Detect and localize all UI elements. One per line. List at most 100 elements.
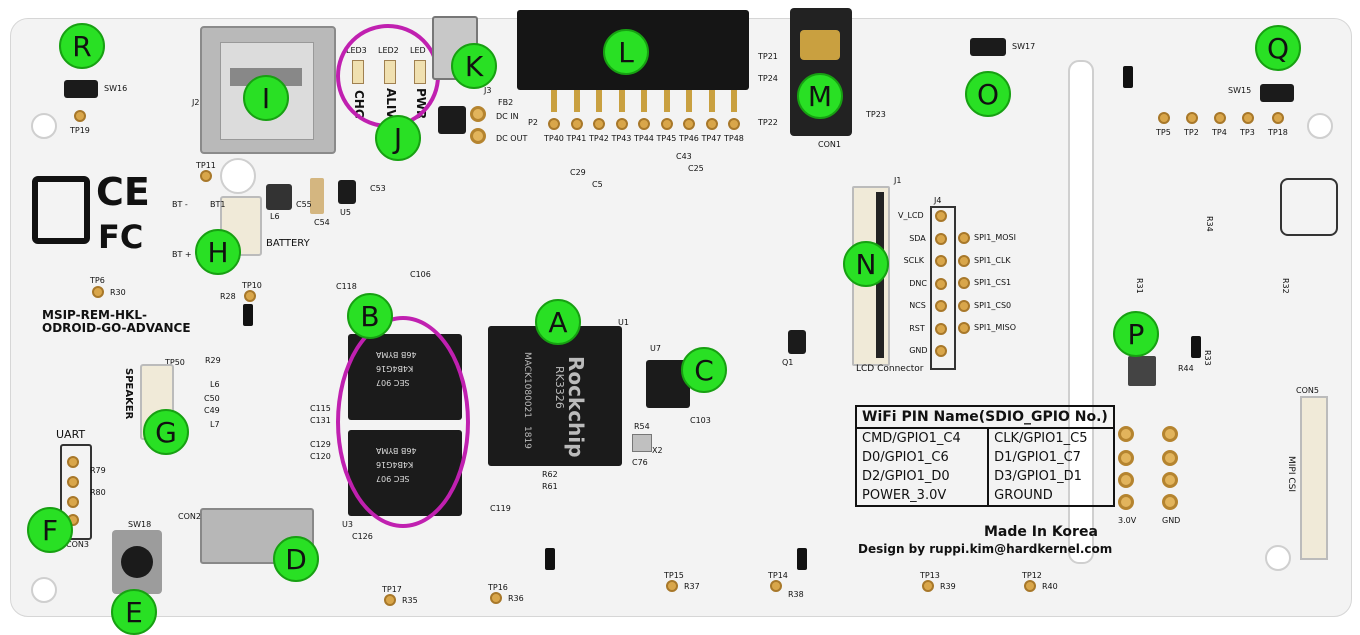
testpad-tp18	[1272, 112, 1284, 124]
label-fb2: FB2	[498, 98, 514, 107]
label-sw17: SW17	[1012, 42, 1036, 51]
label-c25: C25	[688, 164, 704, 173]
label-uart: UART	[56, 428, 86, 441]
label-bt1: BT1	[210, 200, 226, 209]
header-pin	[686, 90, 692, 112]
testpad-tp43	[615, 118, 628, 130]
testpad-tp12	[1024, 580, 1036, 592]
testpad-tp17	[384, 594, 396, 606]
label-3v0: 3.0V	[1118, 516, 1137, 525]
callout-p: P	[1113, 311, 1159, 357]
screw	[243, 304, 253, 326]
label-tp24: TP24	[758, 74, 778, 83]
switch-sw15	[1260, 84, 1294, 102]
callout-f: F	[27, 507, 73, 553]
label-lcd-connector: LCD Connector	[856, 364, 924, 374]
label-c131: C131	[310, 416, 331, 425]
label-gnd-pad: GND	[1162, 516, 1181, 525]
design-credit: Design by ruppi.kim@hardkernel.com	[858, 542, 1113, 556]
label-r39: R39	[940, 582, 956, 591]
inductor-l6	[266, 184, 292, 210]
wifi-pin-table: WiFi PIN Name(SDIO_GPIO No.) CMD/GPIO1_C…	[855, 405, 1115, 507]
label-tp48: TP48	[724, 134, 744, 143]
label-r33: R33	[1203, 350, 1212, 366]
label-q1: Q1	[782, 358, 794, 367]
label-j4: J4	[934, 196, 942, 205]
chip-u5	[338, 180, 356, 204]
label-j2: J2	[192, 98, 200, 107]
uart-pin	[67, 476, 79, 488]
callout-e: E	[111, 589, 157, 635]
spi-pad	[958, 277, 970, 289]
crystal-x2	[632, 434, 652, 452]
callout-n: N	[843, 241, 889, 287]
label-sw15: SW15	[1228, 86, 1252, 95]
label-c129: C129	[310, 440, 331, 449]
header-pin	[618, 90, 625, 112]
label-u3: U3	[342, 520, 353, 529]
highlight-ring-ram	[336, 316, 470, 528]
uart-header	[60, 444, 92, 540]
lcd-pin	[935, 277, 947, 290]
header-pin	[663, 90, 670, 112]
label-r79: R79	[90, 466, 106, 475]
header-pin	[551, 90, 557, 112]
label-tp50: TP50	[165, 358, 185, 367]
label-c103: C103	[690, 416, 711, 425]
label-u1: U1	[618, 318, 629, 327]
callout-b: B	[347, 293, 393, 339]
label-dc-out: DC OUT	[496, 134, 528, 143]
lcd-pin-label: V_LCD	[898, 211, 924, 220]
wifi-pad	[1118, 426, 1134, 442]
mounting-hole	[1265, 545, 1291, 571]
label-tp42: TP42	[589, 134, 609, 143]
label-u5: U5	[340, 208, 351, 217]
label-r36: R36	[508, 594, 524, 603]
wifi-pad	[1118, 494, 1134, 510]
label-c115: C115	[310, 404, 331, 413]
highlight-ring-leds	[336, 24, 440, 128]
spi-pin-label: SPI1_CS0	[974, 300, 1012, 310]
label-tp21: TP21	[758, 52, 778, 61]
soc-rk3326: Rockchip RK3326 MACK1080021 1819	[488, 326, 622, 466]
label-tp10: TP10	[242, 281, 262, 290]
lcd-pin-label: SCLK	[903, 256, 924, 265]
model-line2: ODROID-GO-ADVANCE	[42, 321, 191, 335]
label-r44: R44	[1178, 364, 1194, 373]
label-c119: C119	[490, 504, 511, 513]
testpad-tp19	[74, 110, 86, 122]
small-connector-p	[1128, 356, 1156, 386]
label-c49: C49	[204, 406, 220, 415]
mounting-hole	[31, 113, 57, 139]
testpad-tp46	[683, 118, 695, 130]
label-tp6: TP6	[90, 276, 105, 285]
label-tp46: TP46	[679, 134, 699, 143]
callout-o: O	[965, 71, 1011, 117]
label-r32: R32	[1281, 278, 1290, 294]
testpad-tp15	[666, 580, 678, 592]
wifi-pad	[1118, 450, 1134, 466]
header-pin	[708, 90, 715, 112]
label-c55: C55	[296, 200, 312, 209]
testpad-tp11	[200, 170, 212, 182]
wifi-cell: CMD/GPIO1_C4	[856, 428, 990, 448]
lcd-pin	[935, 322, 947, 335]
testpad-tp13	[922, 580, 934, 592]
label-c126: C126	[352, 532, 373, 541]
label-x2: X2	[652, 446, 663, 455]
label-tp14: TP14	[768, 571, 788, 580]
switch-sw16	[64, 80, 98, 98]
spi-pin-label: SPI1_MOSI	[974, 233, 1016, 242]
mounting-hole	[31, 577, 57, 603]
wifi-cell: GROUND	[994, 488, 1053, 503]
label-tp16: TP16	[488, 583, 508, 592]
header-pin	[641, 90, 647, 112]
callout-q: Q	[1255, 25, 1301, 71]
label-sw16: SW16	[104, 84, 128, 93]
callout-m: M	[797, 73, 843, 119]
testpad-tp47	[705, 118, 718, 130]
wifi-cell: POWER_3.0V	[856, 486, 990, 506]
lcd-pin	[935, 300, 947, 312]
label-tp40: TP40	[544, 134, 564, 143]
